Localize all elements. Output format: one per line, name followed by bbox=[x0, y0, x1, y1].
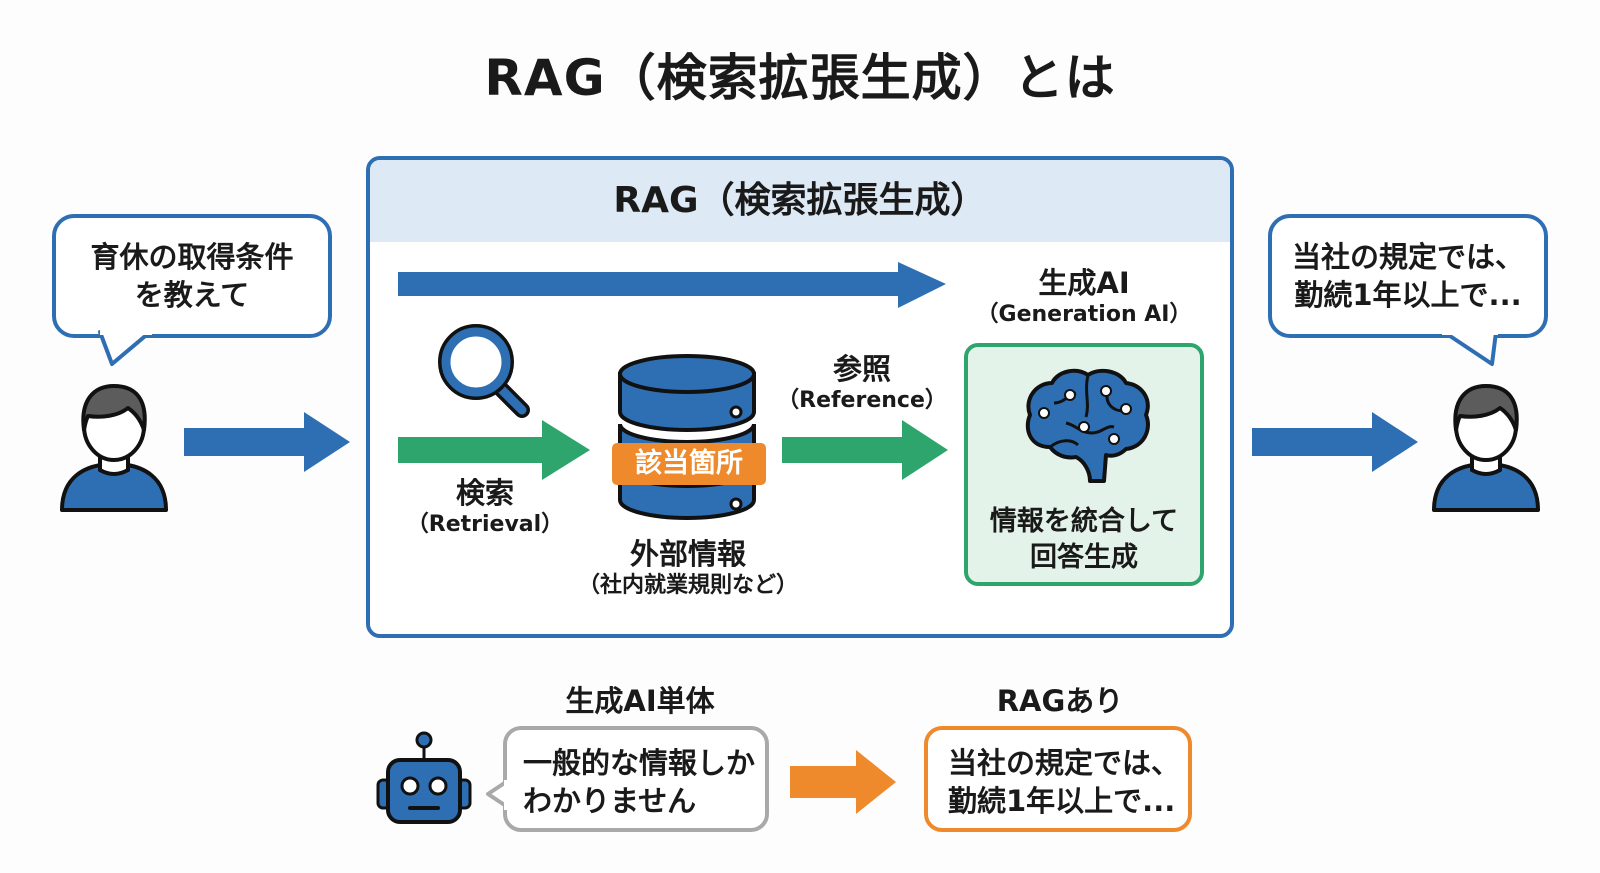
retrieval-label: 検索 bbox=[455, 476, 514, 510]
with-rag-label: RAGあり bbox=[996, 684, 1124, 718]
without-rag-line1: 一般的な情報しか bbox=[523, 746, 756, 780]
generation-line2: 回答生成 bbox=[1030, 542, 1138, 573]
database-sublabel: （社内就業規則など） bbox=[577, 573, 798, 598]
without-rag-label: 生成AI単体 bbox=[565, 684, 715, 718]
user-question-bubble: 育休の取得条件 を教えて bbox=[52, 214, 332, 338]
arrow-improvement bbox=[790, 750, 896, 814]
bubble-tail-right bbox=[1442, 330, 1498, 366]
rag-header: RAG（検索拡張生成） bbox=[370, 160, 1230, 242]
with-rag-line2: 勤続1年以上で... bbox=[948, 784, 1176, 818]
arrow-retrieval bbox=[398, 420, 590, 480]
answer-line2: 勤続1年以上で... bbox=[1294, 278, 1522, 312]
generation-label: 生成AI bbox=[1038, 266, 1130, 300]
bubble-tail-left bbox=[98, 330, 152, 366]
answer-line1: 当社の規定では、 bbox=[1291, 240, 1524, 274]
generation-label-group: 生成AI （Generation AI） bbox=[964, 266, 1204, 330]
without-rag-line2: わかりません bbox=[523, 784, 697, 818]
answer-bubble: 当社の規定では、 勤続1年以上で... bbox=[1268, 214, 1548, 338]
robot-icon bbox=[376, 731, 472, 824]
generation-line1: 情報を統合して bbox=[989, 506, 1179, 537]
retrieval-label-group: 検索 （Retrieval） bbox=[400, 476, 570, 540]
user-icon-left bbox=[60, 384, 168, 512]
arrow-to-user bbox=[1252, 412, 1418, 472]
reference-sublabel: （Reference） bbox=[777, 388, 947, 413]
brain-icon bbox=[1025, 368, 1150, 483]
generation-ai-box: 情報を統合して 回答生成 bbox=[964, 343, 1204, 586]
without-rag-bubble: 一般的な情報しか わかりません bbox=[503, 726, 769, 832]
arrow-reference bbox=[782, 420, 948, 480]
reference-label: 参照 bbox=[832, 352, 891, 386]
user-icon-right bbox=[1432, 384, 1540, 512]
arrow-top-flow bbox=[398, 262, 946, 308]
user-question-line2: を教えて bbox=[134, 278, 250, 312]
retrieval-sublabel: （Retrieval） bbox=[406, 512, 564, 537]
database-label-group: 外部情報 （社内就業規則など） bbox=[548, 537, 828, 601]
page-title: RAG（検索拡張生成）とは bbox=[484, 49, 1116, 107]
gray-bubble-tail bbox=[486, 780, 508, 810]
with-rag-bubble: 当社の規定では、 勤続1年以上で... bbox=[924, 726, 1192, 832]
with-rag-line1: 当社の規定では、 bbox=[948, 746, 1181, 780]
user-question-line1: 育休の取得条件 bbox=[90, 240, 294, 274]
database-label: 外部情報 bbox=[629, 537, 746, 571]
database-icon bbox=[618, 354, 756, 520]
generation-description: 情報を統合して 回答生成 bbox=[968, 504, 1200, 576]
arrow-to-rag bbox=[184, 412, 350, 472]
search-icon bbox=[438, 324, 530, 418]
reference-label-group: 参照 （Reference） bbox=[772, 352, 952, 416]
generation-sublabel: （Generation AI） bbox=[976, 302, 1192, 327]
relevant-section-tag: 該当箇所 bbox=[612, 443, 766, 485]
